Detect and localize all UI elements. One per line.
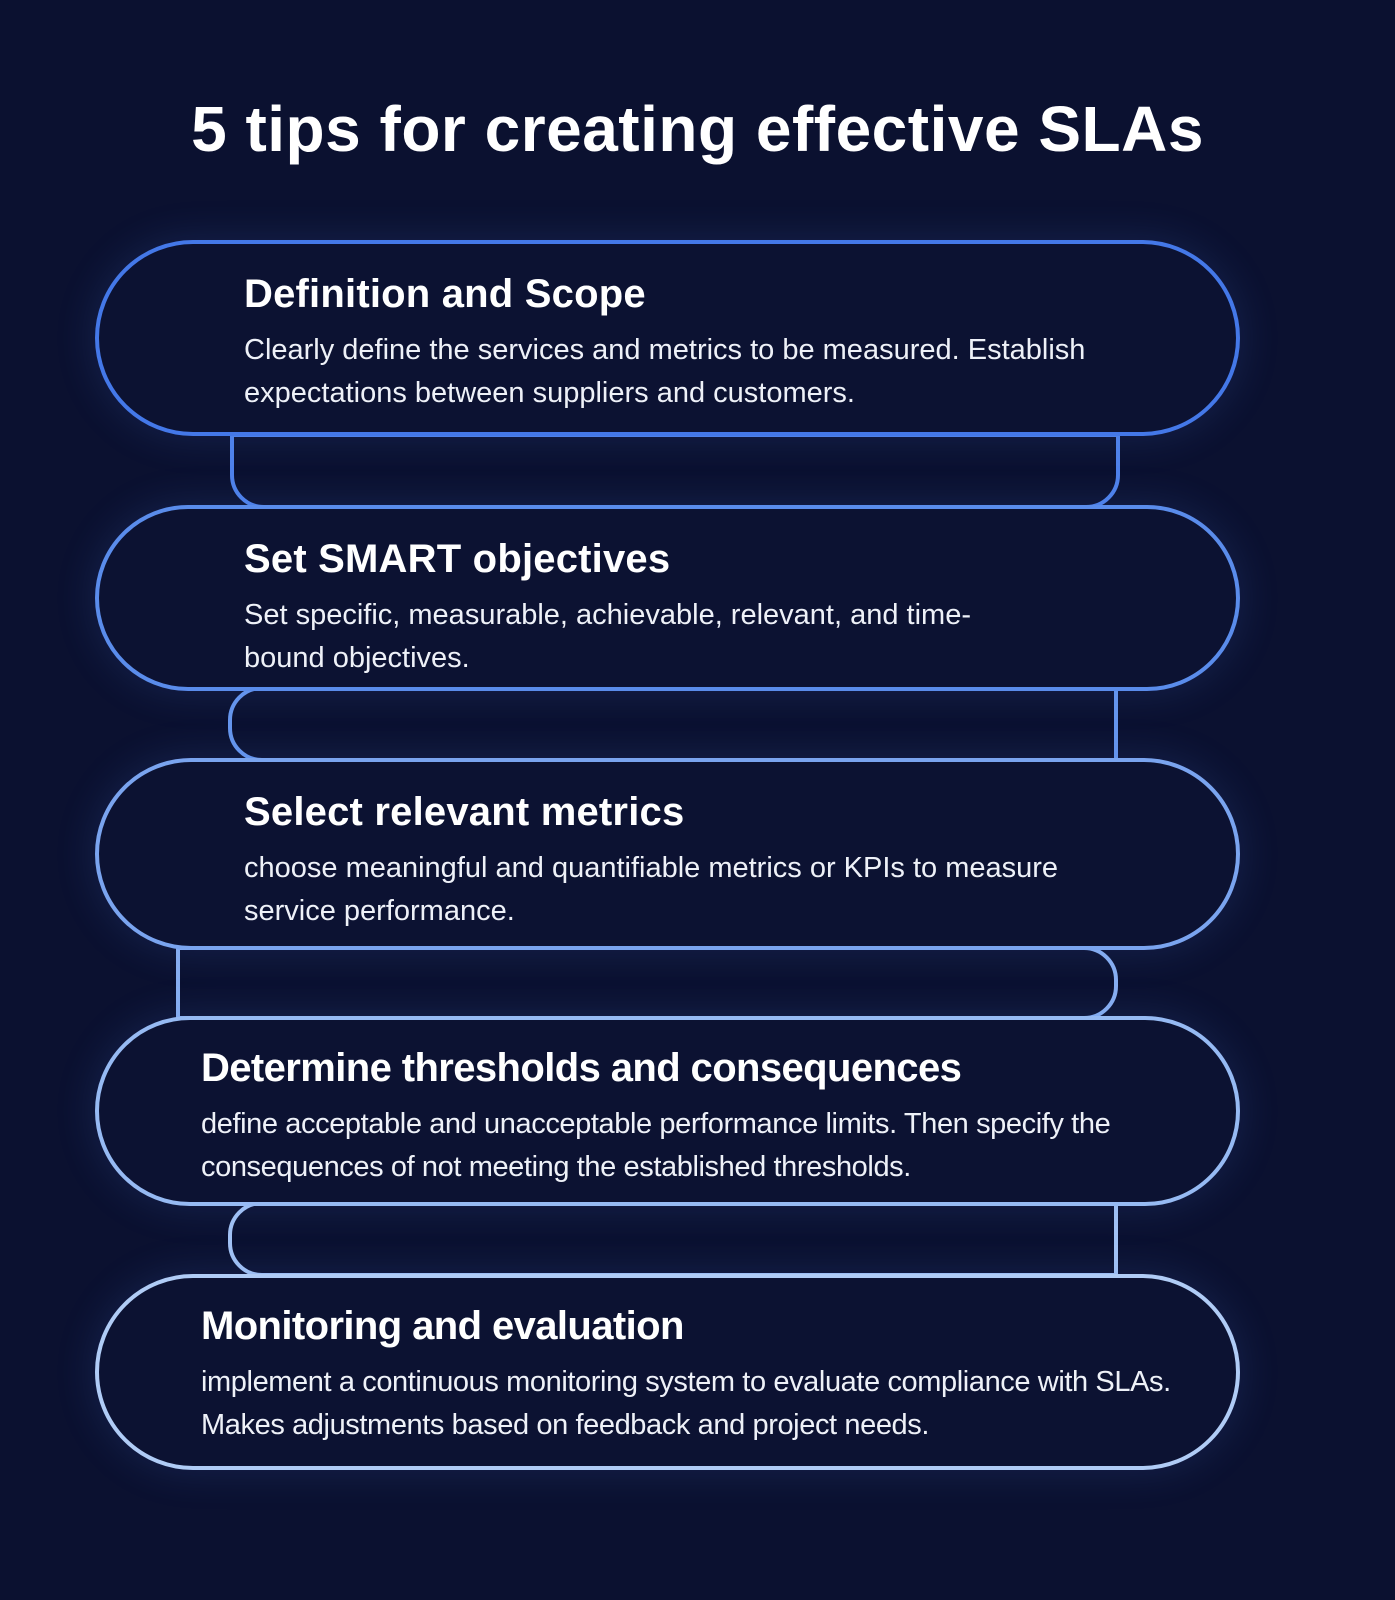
tip-heading: Monitoring and evaluation [201,1304,684,1348]
tip-content: Select relevant metrics choose meaningfu… [244,790,1104,933]
tip-body: implement a continuous monitoring system… [201,1366,1171,1441]
tip-card-set-smart-objectives: Set SMART objectives Set specific, measu… [95,505,1240,691]
tip-body: define acceptable and unacceptable perfo… [201,1108,1111,1183]
tip-heading: Set SMART objectives [244,537,671,581]
flow-connector-3 [176,946,1118,1020]
tip-content: Determine thresholds and consequences de… [201,1046,1171,1189]
tip-content: Set SMART objectives Set specific, measu… [244,537,1044,680]
tip-body: Clearly define the services and metrics … [244,334,1086,409]
tip-heading: Determine thresholds and consequences [201,1046,962,1090]
tip-card-determine-thresholds: Determine thresholds and consequences de… [95,1016,1240,1206]
tip-card-monitoring-and-evaluation: Monitoring and evaluation implement a co… [95,1274,1240,1470]
tip-heading: Select relevant metrics [244,790,685,834]
tip-content: Definition and Scope Clearly define the … [244,272,1149,415]
tip-body: Set specific, measurable, achievable, re… [244,599,971,674]
flow-connector-4 [228,1201,1118,1277]
tip-card-select-relevant-metrics: Select relevant metrics choose meaningfu… [95,758,1240,950]
tip-card-definition-and-scope: Definition and Scope Clearly define the … [95,240,1240,436]
tip-heading: Definition and Scope [244,272,646,316]
tip-content: Monitoring and evaluation implement a co… [201,1304,1201,1447]
flow-connector-2 [228,686,1118,762]
flow-connector-1 [230,433,1120,509]
page-title: 5 tips for creating effective SLAs [191,93,1204,165]
tip-body: choose meaningful and quantifiable metri… [244,852,1059,927]
